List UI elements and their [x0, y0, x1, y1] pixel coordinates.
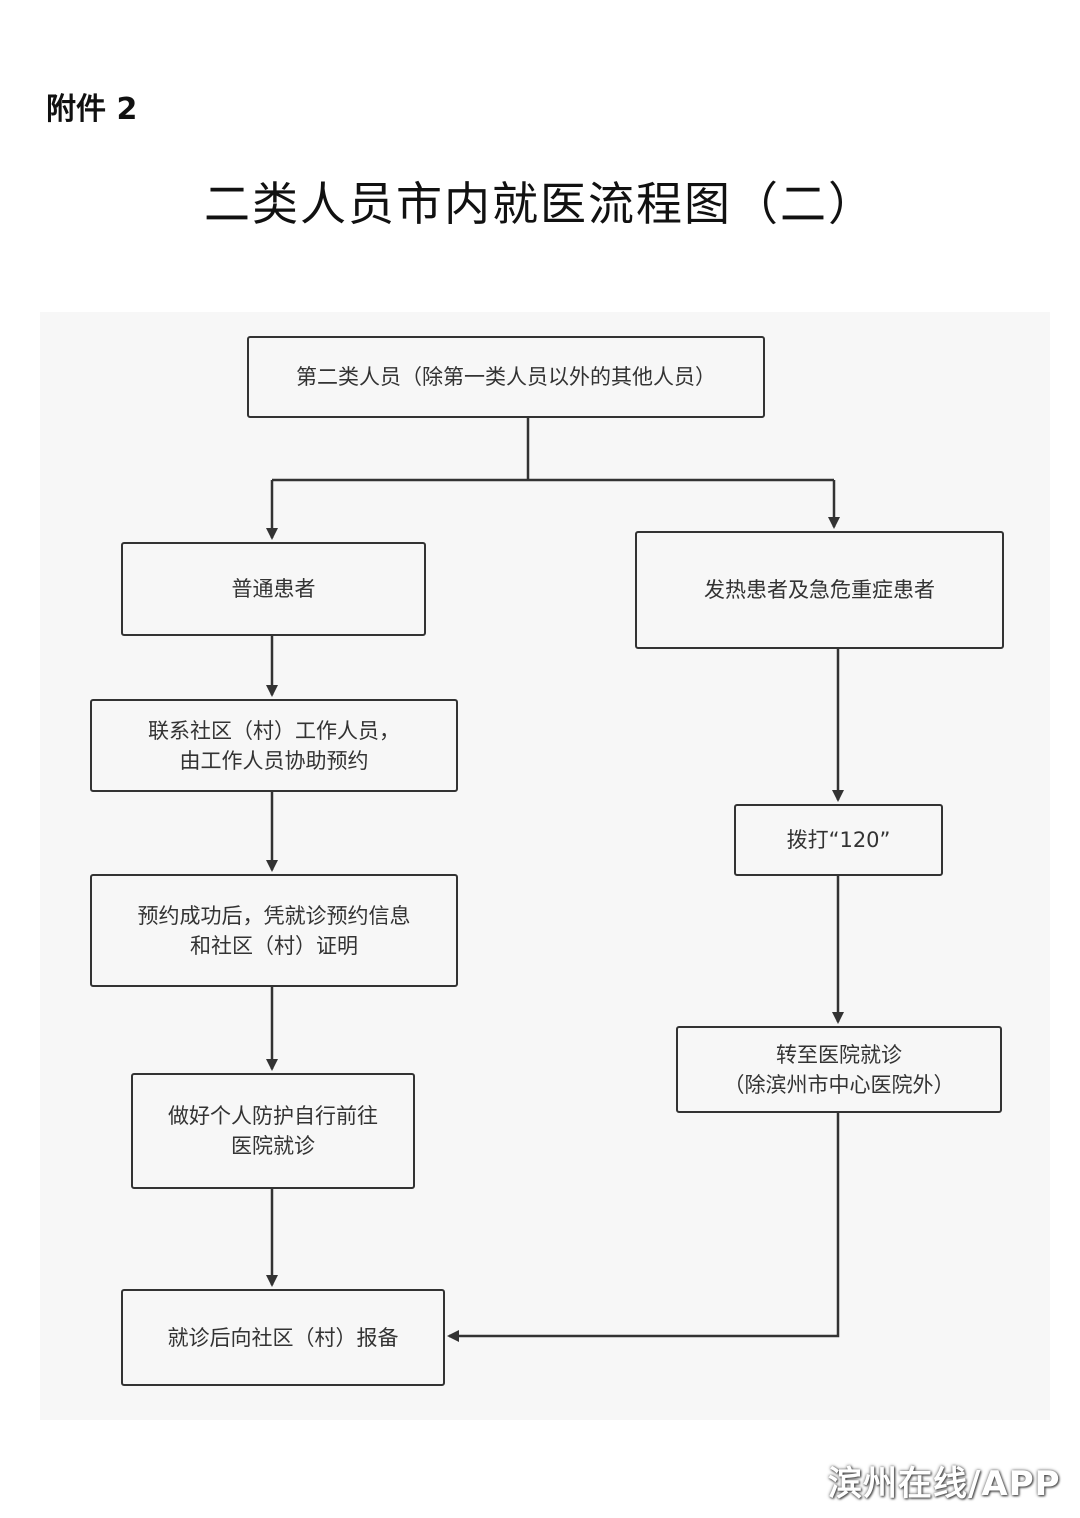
arrow-transfer-to-report — [447, 1113, 840, 1342]
node-transfer-hospital: 转至医院就诊 （除滨州市中心医院外） — [676, 1026, 1002, 1113]
attachment-label: 附件 2 — [46, 92, 138, 127]
node-contact-community: 联系社区（村）工作人员， 由工作人员协助预约 — [90, 699, 458, 792]
node-self-protection: 做好个人防护自行前往 医院就诊 — [131, 1073, 415, 1189]
node-fever-emergency-patient: 发热患者及急危重症患者 — [635, 531, 1004, 649]
node-call-120: 拨打“120” — [734, 804, 943, 876]
page-title: 二类人员市内就医流程图（二） — [204, 177, 876, 231]
node-report-community: 就诊后向社区（村）报备 — [121, 1289, 445, 1386]
watermark-logo: 滨州在线/APP — [828, 1464, 1061, 1504]
node-normal-patient: 普通患者 — [121, 542, 426, 636]
node-second-class-personnel: 第二类人员（除第一类人员以外的其他人员） — [247, 336, 765, 418]
node-after-booking: 预约成功后，凭就诊预约信息 和社区（村）证明 — [90, 874, 458, 987]
